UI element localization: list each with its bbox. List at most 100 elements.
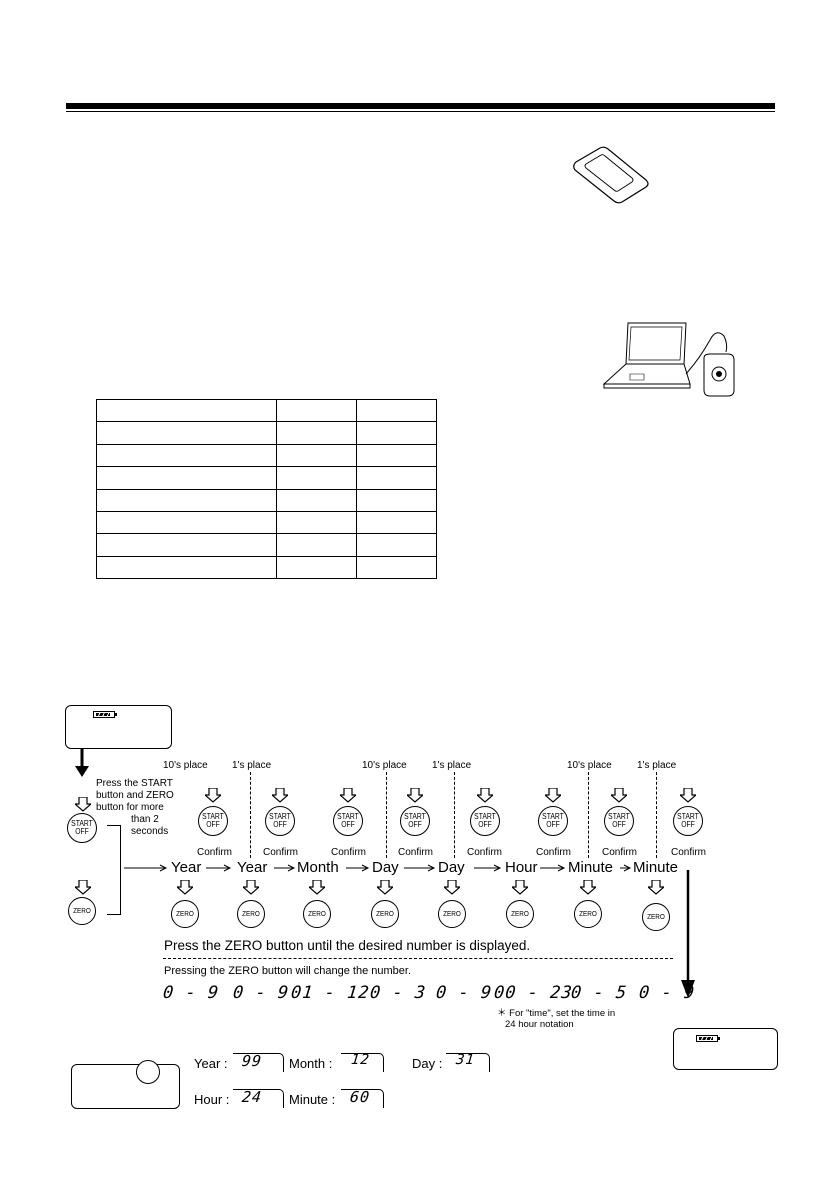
- press-arrow-icon: [477, 788, 493, 803]
- data-table: [96, 398, 437, 580]
- pressing-zero-note: Pressing the ZERO button will change the…: [164, 965, 412, 977]
- instruction-line-3: button for more: [96, 802, 164, 813]
- dashed-separator: [163, 958, 673, 959]
- divider: [386, 772, 387, 858]
- laptop-reader-illustration: [602, 322, 735, 397]
- limit-year-box: 99: [233, 1052, 284, 1072]
- step-minute-ones: Minute: [633, 859, 679, 876]
- press-arrow-icon: [648, 880, 664, 895]
- lcd-display-end: [673, 1028, 778, 1070]
- zero-button[interactable]: ZERO: [506, 900, 534, 928]
- long-down-arrow-icon: [681, 870, 695, 998]
- limit-year-value: 99: [241, 1052, 264, 1070]
- limit-minute-value: 60: [349, 1088, 372, 1106]
- divider: [454, 772, 455, 858]
- press-arrow-icon: [680, 788, 696, 803]
- range-month: 01 - 12: [289, 983, 371, 1003]
- press-arrow-icon: [444, 880, 460, 895]
- divider: [656, 772, 657, 858]
- limit-month-box: 12: [341, 1052, 384, 1072]
- lcd-display-error: [71, 1064, 180, 1109]
- combo-bracket: [107, 825, 121, 915]
- limit-day-value: 31: [455, 1052, 476, 1068]
- step-hour: Hour: [505, 859, 538, 876]
- flow-arrows: [124, 864, 632, 872]
- press-arrow-icon: [177, 880, 193, 895]
- zero-button[interactable]: ZERO: [237, 900, 265, 928]
- confirm-label: Confirm: [331, 847, 367, 858]
- instruction-line-1: Press the START: [96, 778, 173, 789]
- limit-month-value: 12: [350, 1052, 371, 1068]
- limit-hour-box: 24: [233, 1088, 284, 1108]
- time-note-line-1: ＊ For "time", set the time in: [497, 1008, 616, 1019]
- zero-button[interactable]: ZERO: [303, 900, 331, 928]
- place-label: 10's place: [362, 760, 407, 771]
- zero-button[interactable]: ZERO: [574, 900, 602, 928]
- press-arrow-icon: [243, 880, 259, 895]
- step-day-ones: Day: [438, 859, 465, 876]
- limit-day-box: 31: [446, 1052, 490, 1072]
- limit-year-label: Year :: [194, 1056, 228, 1071]
- range-hour: 00 - 23: [492, 983, 574, 1003]
- header-rule-thick: [66, 103, 775, 109]
- zero-button[interactable]: ZERO: [171, 900, 199, 928]
- press-arrow-icon: [377, 880, 393, 895]
- press-arrow-icon: [611, 788, 627, 803]
- press-zero-instruction: Press the ZERO button until the desired …: [164, 938, 531, 953]
- place-label: 10's place: [567, 760, 612, 771]
- press-arrow-icon: [75, 880, 91, 895]
- press-arrow-icon: [309, 880, 325, 895]
- smartphone-illustration: [573, 146, 649, 204]
- place-label: 1's place: [232, 760, 272, 771]
- zero-button[interactable]: ZERO: [438, 900, 466, 928]
- header-rule-thin: [66, 111, 775, 112]
- limit-month-label: Month :: [289, 1056, 333, 1071]
- range-minute-tens: 0 - 5: [569, 983, 629, 1003]
- instruction-line-4: than 2: [131, 814, 159, 825]
- step-month: Month: [297, 859, 339, 876]
- place-label: 10's place: [163, 760, 208, 771]
- press-arrow-icon: [407, 788, 423, 803]
- zero-button[interactable]: ZERO: [68, 897, 96, 925]
- range-year-tens: 0 - 9: [161, 983, 221, 1003]
- highlight-circle: [136, 1060, 160, 1084]
- press-arrow-icon: [340, 788, 356, 803]
- press-arrow-icon: [272, 788, 288, 803]
- range-day-ones: 0 - 9: [434, 983, 494, 1003]
- confirm-label: Confirm: [467, 847, 503, 858]
- press-arrow-icon: [580, 880, 596, 895]
- step-day-tens: Day: [372, 859, 399, 876]
- press-arrow-icon: [512, 880, 528, 895]
- confirm-label: Confirm: [398, 847, 434, 858]
- limit-hour-label: Hour :: [194, 1092, 230, 1107]
- confirm-label: Confirm: [197, 847, 233, 858]
- range-minute-ones: 0 - 9: [637, 983, 697, 1003]
- limit-hour-value: 24: [241, 1088, 264, 1106]
- confirm-label: Confirm: [263, 847, 299, 858]
- zero-button[interactable]: ZERO: [371, 900, 399, 928]
- step-year-tens: Year: [171, 859, 202, 876]
- zero-button[interactable]: ZERO: [642, 903, 670, 931]
- instruction-line-2: button and ZERO: [96, 790, 174, 801]
- press-arrow-icon: [205, 788, 221, 803]
- limit-minute-box: 60: [341, 1088, 384, 1108]
- place-label: 1's place: [432, 760, 472, 771]
- step-minute-tens: Minute: [568, 859, 614, 876]
- step-year-ones: Year: [237, 859, 268, 876]
- instruction-line-5: seconds: [131, 826, 169, 837]
- place-label: 1's place: [637, 760, 677, 771]
- range-year-ones: 0 - 9: [231, 983, 291, 1003]
- time-note-line-2: 24 hour notation: [505, 1019, 574, 1030]
- divider: [588, 772, 589, 858]
- confirm-label: Confirm: [671, 847, 707, 858]
- divider: [250, 772, 251, 858]
